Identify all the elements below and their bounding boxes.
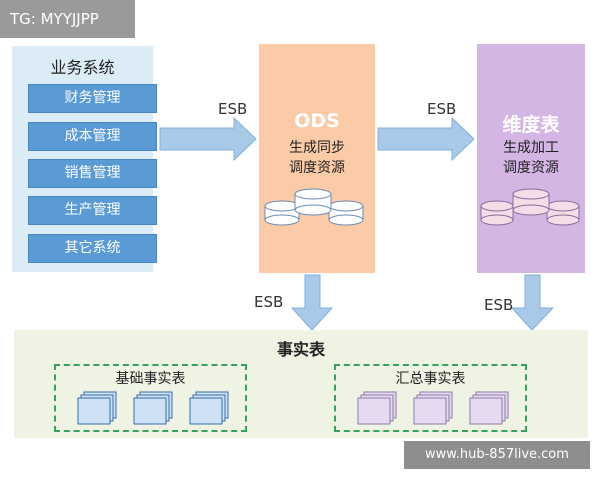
dimension-line2: 调度资源 bbox=[503, 160, 559, 176]
biz-item-cost: 成本管理 bbox=[28, 122, 157, 151]
basic-fact-box: 基础事实表 bbox=[54, 364, 247, 432]
arrow-ods-to-dim bbox=[377, 116, 475, 162]
ods-column: ODS 生成同步 调度资源 bbox=[259, 44, 375, 273]
arrow-ods-to-fact bbox=[290, 274, 334, 331]
dimension-database-icon bbox=[480, 188, 580, 226]
dimension-column: 维度表 生成加工 调度资源 bbox=[477, 44, 585, 273]
ods-line1: 生成同步 bbox=[289, 140, 345, 156]
ods-database-icon bbox=[264, 188, 364, 226]
watermark-tag: TG: MYYJJPP bbox=[0, 0, 135, 38]
biz-item-finance: 财务管理 bbox=[28, 84, 157, 113]
dimension-title: 维度表 bbox=[502, 114, 560, 136]
esb-label-dim-fact: ESB bbox=[484, 296, 514, 314]
biz-item-production: 生产管理 bbox=[28, 196, 157, 225]
esb-label-ods-fact: ESB bbox=[254, 293, 284, 311]
arrow-dim-to-fact bbox=[510, 274, 555, 331]
summary-fact-sheets-icon bbox=[357, 391, 509, 425]
esb-label-ods-dim: ESB bbox=[427, 100, 457, 118]
ods-line2: 调度资源 bbox=[289, 160, 345, 176]
watermark-url: www.hub-857live.com bbox=[404, 441, 590, 469]
dimension-line1: 生成加工 bbox=[503, 140, 559, 156]
fact-table-area: 事实表 基础事实表 汇总事实表 bbox=[14, 330, 588, 438]
biz-item-other: 其它系统 bbox=[28, 234, 157, 263]
fact-table-title: 事实表 bbox=[276, 340, 325, 359]
summary-fact-label: 汇总事实表 bbox=[395, 371, 466, 387]
basic-fact-label: 基础事实表 bbox=[115, 371, 186, 387]
summary-fact-box: 汇总事实表 bbox=[334, 364, 527, 432]
ods-title: ODS bbox=[294, 110, 340, 132]
esb-label-biz-ods: ESB bbox=[218, 100, 248, 118]
business-system-title: 业务系统 bbox=[50, 58, 115, 77]
business-system-panel: 业务系统 财务管理 成本管理 销售管理 生产管理 其它系统 bbox=[12, 46, 157, 272]
basic-fact-sheets-icon bbox=[77, 391, 229, 425]
arrow-biz-to-ods bbox=[159, 116, 257, 162]
biz-item-sales: 销售管理 bbox=[28, 159, 157, 188]
